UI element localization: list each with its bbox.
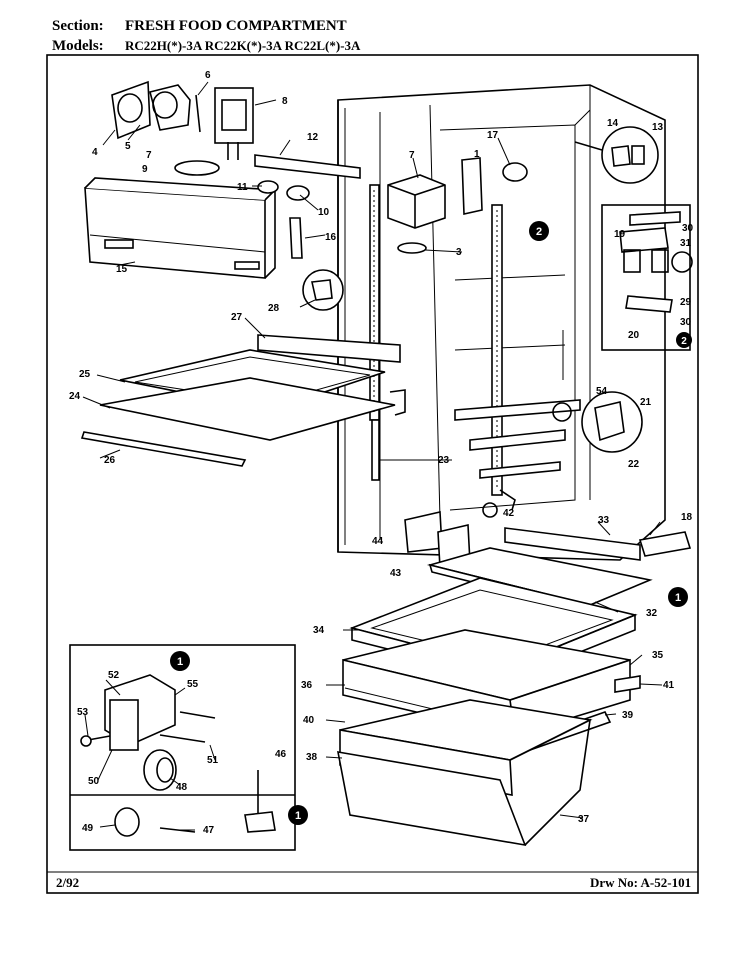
callout-54: 54 — [596, 386, 608, 397]
inset-detail-1 — [69, 644, 296, 851]
callout-9: 9 — [142, 164, 148, 175]
crisper-slide-assembly — [454, 399, 581, 518]
callout-6: 6 — [205, 70, 211, 81]
footer-date: 2/92 — [56, 875, 80, 890]
marker-1-bottom-right: 1 — [668, 587, 688, 607]
crisper-drawer-lower — [336, 699, 593, 847]
callout-53: 53 — [77, 707, 89, 718]
callout-22: 22 — [628, 459, 640, 470]
callout-33: 33 — [598, 515, 610, 526]
callout-7-control: 7 — [409, 150, 415, 161]
callout-19: 19 — [614, 229, 626, 240]
callout-32: 32 — [646, 608, 658, 619]
diagram-frame — [46, 54, 699, 894]
light-socket-assembly — [111, 80, 254, 176]
callout-3: 3 — [456, 247, 462, 258]
bracket-16 — [289, 217, 303, 259]
rail-lower — [371, 419, 380, 481]
detail-28-circle — [302, 269, 344, 311]
callout-labels: 4 5 6 7 8 9 10 11 12 13 14 15 16 17 1 7 … — [69, 70, 694, 836]
callout-48: 48 — [176, 782, 188, 793]
marker-2-cabinet: 2 — [529, 221, 549, 241]
callout-43: 43 — [390, 568, 402, 579]
light-shield — [84, 177, 277, 279]
callout-37: 37 — [578, 814, 590, 825]
callout-12: 12 — [307, 132, 319, 143]
leader-lines — [82, 81, 663, 831]
svg-text:1: 1 — [295, 810, 301, 822]
shelf-rail-right — [491, 204, 503, 496]
callout-31: 31 — [680, 238, 692, 249]
callout-20: 20 — [628, 330, 640, 341]
footer-drawing-number: Drw No: A-52-101 — [590, 875, 692, 890]
svg-text:1: 1 — [675, 592, 681, 604]
models-list: RC22H(*)-3A RC22K(*)-3A RC22L(*)-3A — [125, 38, 361, 53]
callout-30-bottom: 30 — [680, 317, 692, 328]
svg-text:2: 2 — [536, 226, 542, 238]
callout-39: 39 — [622, 710, 634, 721]
callout-23: 23 — [438, 455, 450, 466]
slide-41 — [614, 675, 641, 693]
bracket-18 — [638, 531, 692, 557]
callout-4: 4 — [92, 147, 98, 158]
callout-25: 25 — [79, 369, 91, 380]
callout-41: 41 — [663, 680, 675, 691]
bulb-assembly — [257, 180, 310, 201]
callout-26: 26 — [104, 455, 116, 466]
callout-17: 17 — [487, 130, 499, 141]
section-label: Section: — [52, 18, 104, 34]
marker-1-inset: 1 — [170, 651, 190, 671]
bracket-12 — [254, 154, 361, 179]
callout-35: 35 — [652, 650, 664, 661]
callout-50: 50 — [88, 776, 100, 787]
callout-10: 10 — [318, 207, 330, 218]
callout-16: 16 — [325, 232, 337, 243]
shelf-rail-left — [369, 184, 380, 421]
callout-1-top: 1 — [474, 149, 480, 160]
callout-5: 5 — [125, 141, 131, 152]
callout-51: 51 — [207, 755, 219, 766]
callout-42: 42 — [503, 508, 515, 519]
callout-11: 11 — [237, 182, 248, 193]
callout-28: 28 — [268, 303, 280, 314]
marker-1-inset-lower: 1 — [288, 805, 308, 825]
svg-text:1: 1 — [177, 656, 183, 668]
callout-18: 18 — [681, 512, 693, 523]
callout-7: 7 — [146, 150, 152, 161]
callout-13: 13 — [652, 122, 664, 133]
detail-13-14-circle — [601, 126, 659, 184]
callout-36: 36 — [301, 680, 313, 691]
callout-44: 44 — [372, 536, 384, 547]
callout-55: 55 — [187, 679, 199, 690]
callout-24: 24 — [69, 391, 81, 402]
callout-29: 29 — [680, 297, 692, 308]
glass-shelf-assembly — [80, 334, 406, 467]
svg-text:2: 2 — [681, 336, 687, 347]
callout-40: 40 — [303, 715, 315, 726]
callout-27: 27 — [231, 312, 243, 323]
callout-21: 21 — [640, 397, 652, 408]
models-label: Models: — [52, 38, 104, 54]
marker-2-inset: 2 — [676, 332, 692, 348]
control-housing — [387, 174, 446, 254]
callout-46: 46 — [275, 749, 287, 760]
callout-49: 49 — [82, 823, 94, 834]
callout-47: 47 — [203, 825, 215, 836]
callout-30-top: 30 — [682, 223, 694, 234]
section-title: FRESH FOOD COMPARTMENT — [125, 18, 347, 34]
detail-21-22-circle — [581, 391, 643, 453]
callout-15: 15 — [116, 264, 128, 275]
callout-8: 8 — [282, 96, 288, 107]
bracket-44 — [404, 511, 443, 553]
callout-14: 14 — [607, 118, 619, 129]
damper-control — [461, 157, 528, 215]
inset-hinge-detail — [601, 204, 693, 351]
callout-52: 52 — [108, 670, 120, 681]
callout-38: 38 — [306, 752, 318, 763]
callout-34: 34 — [313, 625, 325, 636]
